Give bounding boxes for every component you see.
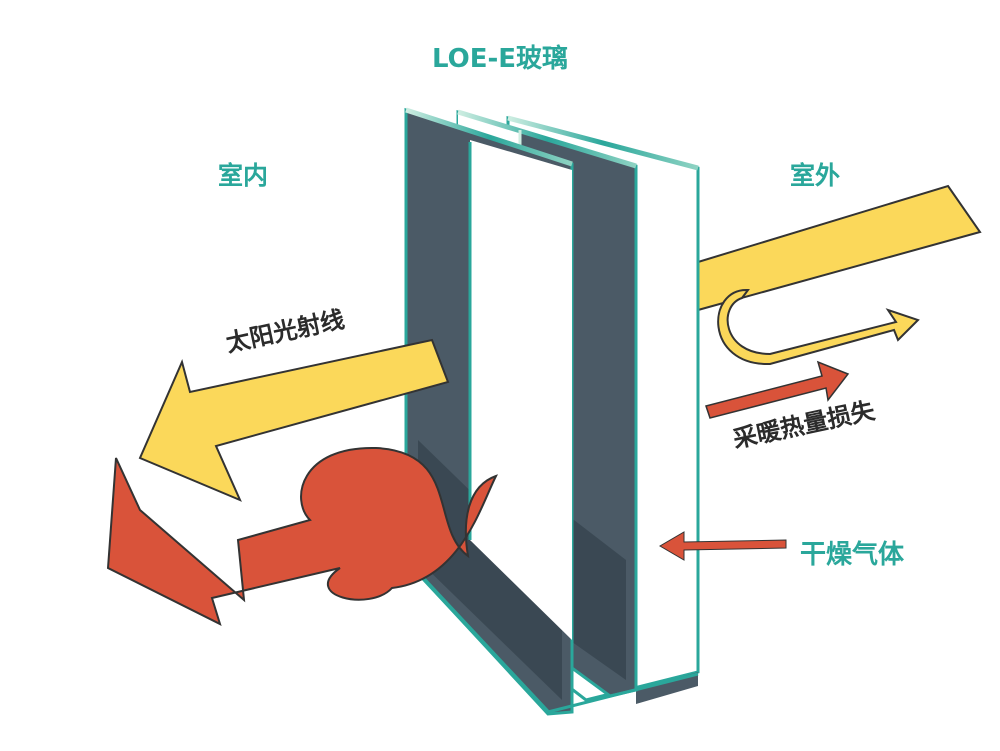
dry-gas-label: 干燥气体 — [800, 540, 905, 570]
glass-pane-inner — [403, 107, 699, 716]
indoor-label: 室内 — [218, 161, 269, 190]
indoor-heat-reflection-arrow — [106, 446, 499, 626]
diagram-title: LOE-E玻璃 — [431, 44, 569, 74]
dry-gas-pointer-arrow — [659, 531, 787, 561]
indoor-solar-ray-arrow — [138, 338, 450, 502]
heat-loss-arrow — [705, 360, 850, 419]
reflected-solar-ray — [717, 288, 920, 366]
outdoor-label: 室外 — [790, 161, 841, 190]
